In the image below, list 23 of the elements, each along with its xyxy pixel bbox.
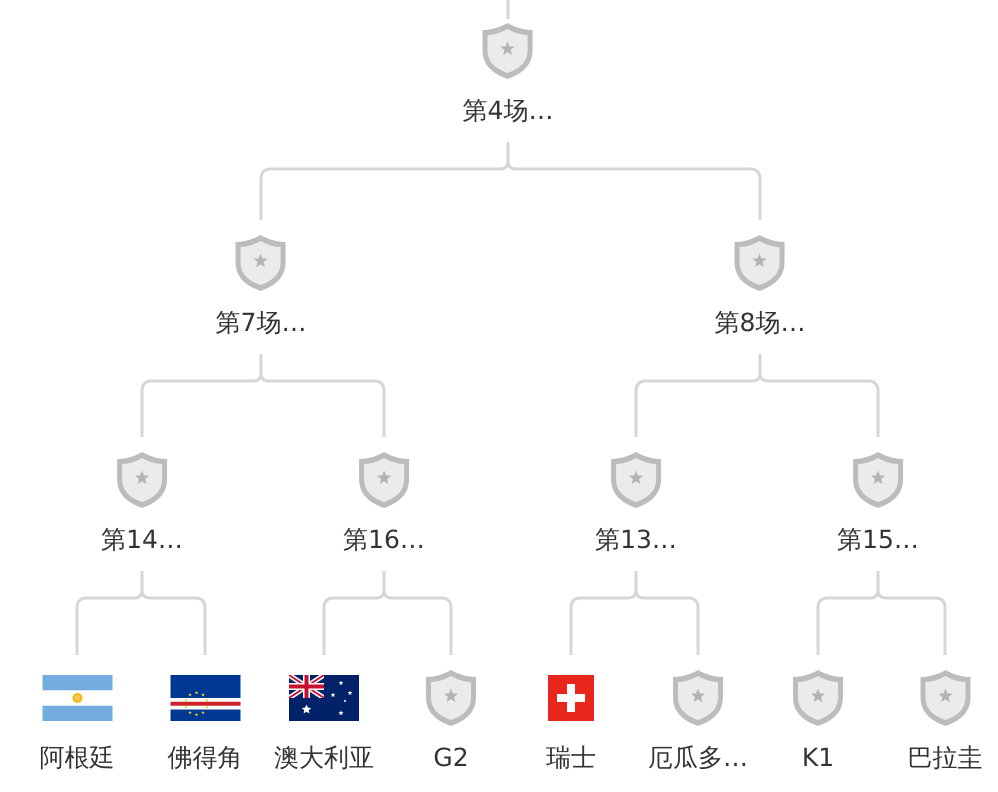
team-name: 澳大利亚 <box>274 743 374 773</box>
bracket-line <box>876 571 946 655</box>
bracket-line <box>382 571 452 655</box>
bracket-line <box>140 571 206 655</box>
bracket-line <box>260 354 386 437</box>
team-name: 厄瓜多… <box>648 743 748 773</box>
team-name: 佛得角 <box>168 743 242 773</box>
bracket-line <box>758 354 880 437</box>
team-name: 巴拉圭 <box>908 743 982 773</box>
match-label: 第4场… <box>462 96 554 126</box>
match-label: 第15… <box>837 525 919 555</box>
team-name: 阿根廷 <box>40 743 114 773</box>
team-name: 瑞士 <box>546 743 596 773</box>
bracket-line <box>506 142 762 220</box>
match-label: 第13… <box>595 525 677 555</box>
team-name: K1 <box>802 743 834 773</box>
bracket-line <box>634 571 700 655</box>
match-label: 第14… <box>101 525 183 555</box>
match-label: 第8场… <box>714 308 806 338</box>
match-label: 第7场… <box>216 308 306 338</box>
match-label: 第16… <box>343 525 425 555</box>
bracket-line <box>506 0 510 19</box>
team-name: G2 <box>433 743 469 773</box>
